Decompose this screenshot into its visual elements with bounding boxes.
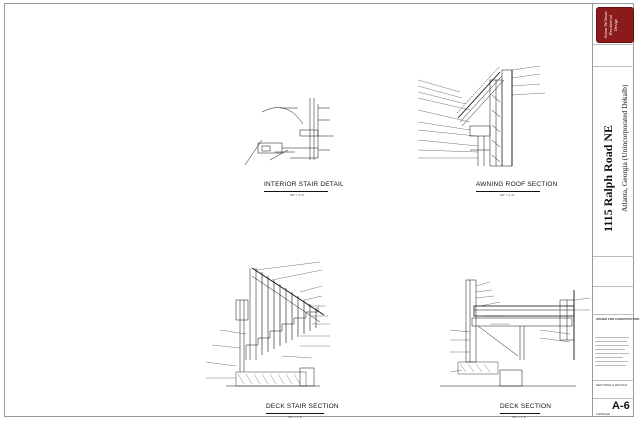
project-id: 1115Ralph — [596, 412, 611, 416]
interior-stair-scale: 3/4" = 1'-0" — [290, 193, 305, 197]
deck-section-title: DECK SECTION — [500, 403, 552, 410]
awning-roof-title: AWNING ROOF SECTION — [476, 181, 558, 188]
deck-stair-section-drawing — [205, 261, 330, 387]
title-block-construction-cell — [593, 315, 634, 381]
awning-roof-title-underline — [476, 191, 540, 192]
deck-stair-title: DECK STAIR SECTION — [266, 403, 339, 410]
title-block-firm-info-cell — [593, 45, 634, 67]
deck-section-drawing — [440, 279, 591, 387]
title-block-address-cell — [593, 67, 634, 257]
interior-stair-title-underline — [264, 191, 328, 192]
awning-roof-section-drawing — [417, 65, 546, 167]
project-address: 1115 Ralph Road NE — [601, 124, 615, 232]
project-city: Atlanta, Georgia (Unincorporated Dekalb) — [620, 84, 629, 212]
title-block: Adam Stillman Residential Design — [592, 3, 634, 417]
title-block-logo-cell — [593, 3, 634, 45]
sheet-title: SECTIONS & DETAILS — [596, 383, 628, 387]
firm-logo: Adam Stillman Residential Design — [596, 7, 634, 43]
deck-stair-scale: 3/4" = 1'-0" — [288, 415, 303, 419]
firm-logo-text: Adam Stillman Residential Design — [603, 11, 618, 39]
interior-stair-title: INTERIOR STAIR DETAIL — [264, 181, 344, 188]
title-block-revisions-cell — [593, 257, 634, 287]
sheet-border — [4, 3, 634, 417]
interior-stair-detail-drawing — [244, 98, 334, 166]
construction-note-heading: ISSUED FOR CONSTRUCTION — [596, 317, 640, 321]
awning-roof-scale: 3/4" = 1'-0" — [500, 193, 515, 197]
title-block-notes-cell — [593, 287, 634, 315]
deck-section-scale: 3/4" = 1'-0" — [512, 415, 527, 419]
deck-stair-title-underline — [266, 413, 324, 414]
title-block-sheet-info-cell — [593, 381, 634, 399]
sheet-number: A-6 — [612, 400, 630, 412]
deck-section-title-underline — [500, 413, 540, 414]
construction-notes-lines — [595, 333, 631, 379]
